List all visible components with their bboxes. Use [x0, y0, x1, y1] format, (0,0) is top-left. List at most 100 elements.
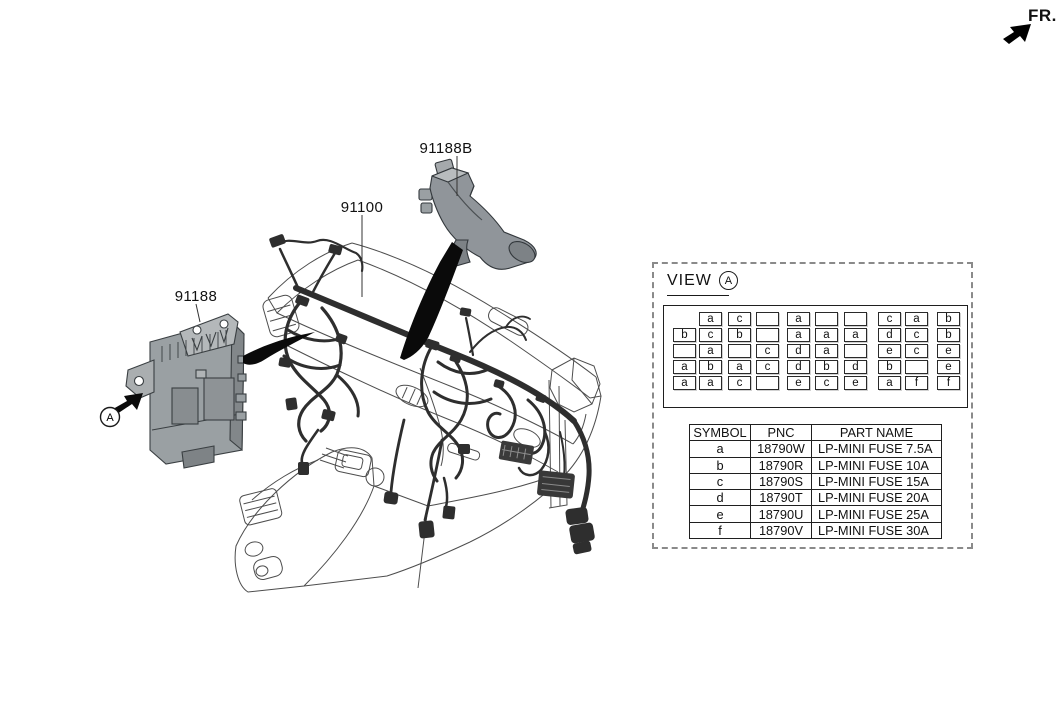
fuse-cell: b — [673, 328, 696, 342]
fuse-cell — [815, 312, 838, 326]
part-91188-drawing — [125, 313, 247, 469]
fuse-cell: c — [699, 328, 722, 342]
fuse-cell: a — [815, 328, 838, 342]
part-label-91188b: 91188B — [419, 140, 473, 157]
fuse-cell: e — [844, 376, 867, 390]
fuse-cell: c — [878, 312, 901, 326]
fuse-cell: b — [937, 328, 960, 342]
pnc-cell: 18790U — [750, 505, 812, 523]
view-a-pointer: A — [99, 393, 143, 428]
symbol-cell: d — [689, 489, 751, 507]
fuse-cell: c — [905, 328, 928, 342]
fuse-cell: c — [905, 344, 928, 358]
fuse-cell: a — [699, 312, 722, 326]
fuse-table-header: SYMBOL — [689, 423, 751, 442]
fuse-cell: e — [787, 376, 810, 390]
pnc-cell: 18790V — [750, 521, 812, 540]
part-name-cell: LP-MINI FUSE 25A — [811, 505, 942, 523]
view-title: VIEW — [667, 271, 712, 289]
fuse-cell: b — [699, 360, 722, 374]
defroster-vent — [488, 307, 529, 336]
fuse-cell: a — [673, 360, 696, 374]
view-marker-letter: A — [106, 412, 114, 424]
fuse-cell: e — [937, 360, 960, 374]
fr-arrow-icon — [1003, 24, 1031, 44]
fuse-cell: b — [878, 360, 901, 374]
fuse-cell: c — [815, 376, 838, 390]
pnc-cell: 18790S — [750, 472, 812, 491]
fuse-cell: f — [937, 376, 960, 390]
part-name-cell: LP-MINI FUSE 10A — [811, 456, 942, 474]
part-name-cell: LP-MINI FUSE 30A — [811, 521, 942, 540]
fuse-cell — [905, 360, 928, 374]
symbol-cell: b — [689, 456, 751, 474]
part-label-91100: 91100 — [340, 199, 384, 216]
fuse-cell: c — [756, 344, 779, 358]
fuse-cell: b — [728, 328, 751, 342]
fuse-cell — [756, 312, 779, 326]
left-vent — [262, 294, 300, 338]
fuse-table-header: PNC — [750, 423, 812, 442]
symbol-cell: f — [689, 521, 751, 540]
swoosh-left — [243, 332, 315, 365]
fuse-cell: a — [673, 376, 696, 390]
harness-modules — [498, 440, 575, 499]
fuse-cell — [756, 328, 779, 342]
pnc-cell: 18790R — [750, 456, 812, 474]
symbol-cell: a — [689, 440, 751, 458]
center-console — [234, 447, 385, 593]
part-91188b-drawing — [418, 158, 537, 270]
fuse-cell — [756, 376, 779, 390]
part-label-91188: 91188 — [174, 288, 218, 305]
symbol-cell: e — [689, 505, 751, 523]
dashboard-outline — [234, 242, 602, 593]
fuse-cell: a — [844, 328, 867, 342]
symbol-cell: c — [689, 472, 751, 491]
fuse-cell: d — [787, 360, 810, 374]
harness-connectors — [269, 234, 595, 555]
fuse-table-header: PART NAME — [811, 423, 942, 442]
fuse-cell: e — [937, 344, 960, 358]
fuse-cell: a — [699, 376, 722, 390]
view-marker-circle: A — [718, 271, 738, 290]
fuse-cell — [844, 312, 867, 326]
fuse-cell — [728, 344, 751, 358]
fr-direction-label: FR. — [1028, 6, 1057, 25]
fuse-cell: a — [905, 312, 928, 326]
view-title-underline — [667, 295, 729, 296]
fuse-cell: a — [787, 312, 810, 326]
part-name-cell: LP-MINI FUSE 15A — [811, 472, 942, 491]
pnc-cell: 18790W — [750, 440, 812, 458]
fuse-cell: a — [699, 344, 722, 358]
fuse-cell: a — [728, 360, 751, 374]
pnc-cell: 18790T — [750, 489, 812, 507]
fuse-cell: d — [787, 344, 810, 358]
fuse-cell: c — [728, 312, 751, 326]
fuse-cell: c — [728, 376, 751, 390]
fuse-cell: b — [937, 312, 960, 326]
fuse-cell — [673, 344, 696, 358]
fuse-cell: b — [815, 360, 838, 374]
swoosh-center — [400, 242, 463, 360]
leader-lines — [195, 156, 458, 323]
fuse-cell — [844, 344, 867, 358]
view-a-header: VIEW A — [667, 271, 738, 290]
part-name-cell: LP-MINI FUSE 20A — [811, 489, 942, 507]
fuse-cell: a — [878, 376, 901, 390]
fuse-cell: d — [878, 328, 901, 342]
fuse-cell: a — [815, 344, 838, 358]
pointer-swooshes — [243, 242, 463, 365]
